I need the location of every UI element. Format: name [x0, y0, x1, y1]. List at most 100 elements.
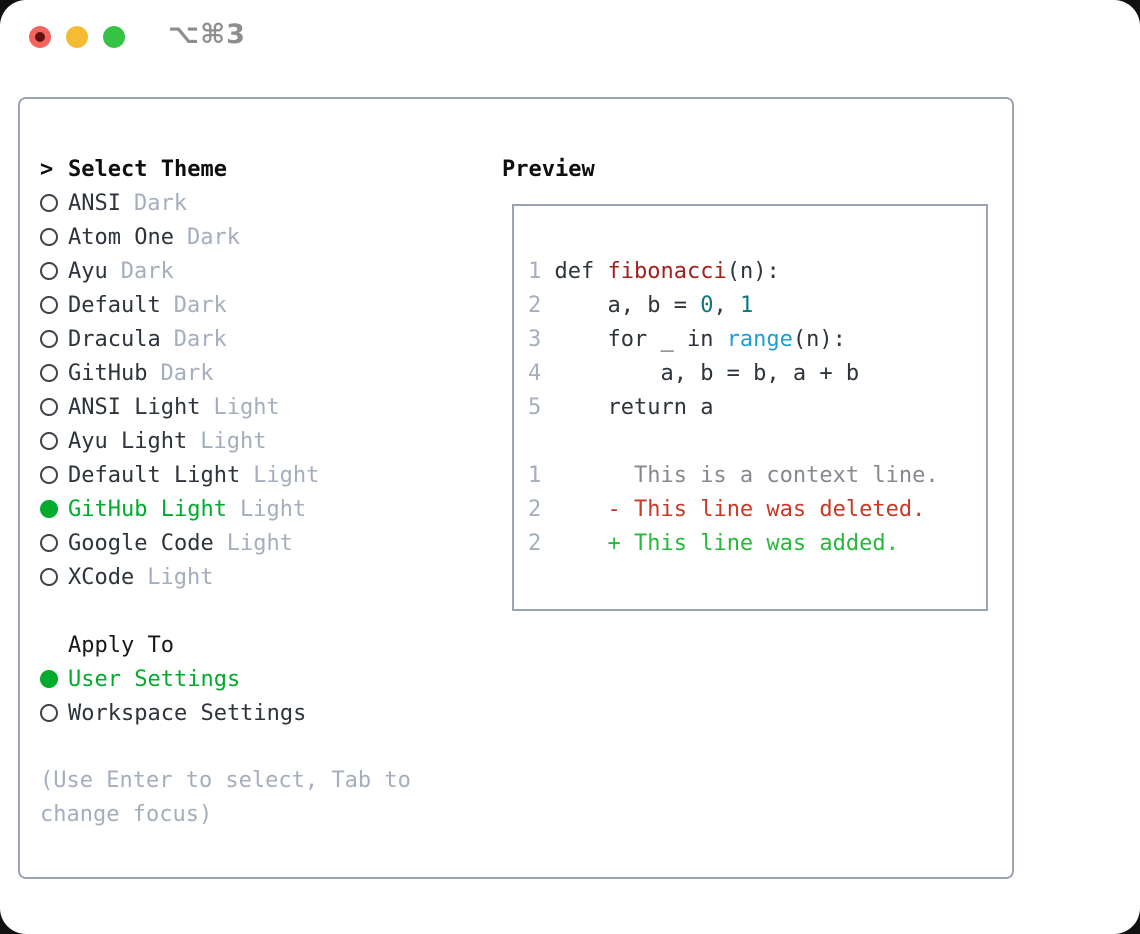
code-line: 5 return a: [528, 390, 986, 424]
minimize-button[interactable]: [66, 26, 88, 48]
theme-name: GitHub: [68, 360, 148, 386]
theme-variant: Light: [213, 394, 280, 420]
apply-to-title: Apply To: [68, 632, 174, 658]
number-literal: 0: [700, 292, 714, 318]
theme-variant: Light: [239, 496, 307, 522]
theme-name: Ayu Light: [68, 428, 188, 454]
theme-variant: Dark: [186, 224, 240, 250]
theme-name: Ayu: [68, 258, 108, 284]
theme-name: Dracula: [68, 326, 161, 352]
blank-line: [528, 424, 986, 458]
theme-option-dracula-dark[interactable]: Dracula Dark: [40, 322, 480, 356]
context-text: This is a context line.: [541, 462, 939, 488]
line-number: 1: [528, 462, 542, 488]
theme-option-ansi-light[interactable]: ANSI Light Light: [40, 390, 480, 424]
line-number: 2: [528, 292, 542, 318]
theme-variant: Light: [147, 564, 214, 590]
theme-option-ayu-light[interactable]: Ayu Light Light: [40, 424, 480, 458]
code-text: ,: [713, 292, 740, 318]
theme-name: ANSI: [68, 190, 121, 216]
radio-unselected-icon: [40, 534, 68, 552]
close-button[interactable]: [29, 26, 51, 48]
theme-picker-panel: > Select Theme ANSI Dark Atom One Dark A…: [18, 97, 1014, 879]
theme-name: GitHub Light: [68, 496, 227, 522]
theme-option-atom-one-dark[interactable]: Atom One Dark: [40, 220, 480, 254]
theme-list: > Select Theme ANSI Dark Atom One Dark A…: [40, 152, 480, 832]
radio-unselected-icon: [40, 568, 68, 586]
radio-unselected-icon: [40, 466, 68, 484]
code-text: (n):: [792, 326, 846, 352]
theme-preview-box: 1 def fibonacci(n): 2 a, b = 0, 1 3 for …: [512, 204, 988, 611]
function-name: fibonacci: [607, 258, 727, 284]
radio-unselected-icon: [40, 432, 68, 450]
code-line: 1 def fibonacci(n):: [528, 254, 986, 288]
diff-indent: [541, 531, 607, 556]
theme-option-default-dark[interactable]: Default Dark: [40, 288, 480, 322]
theme-option-github-dark[interactable]: GitHub Dark: [40, 356, 480, 390]
radio-unselected-icon: [40, 398, 68, 416]
code-text: a, b = b, a + b: [541, 360, 860, 386]
code-line: 3 for _ in range(n):: [528, 322, 986, 356]
theme-name: Default Light: [68, 462, 241, 488]
selector-arrow-icon: >: [40, 156, 54, 182]
line-number: 1: [528, 258, 542, 284]
window-title: ⌥⌘3: [168, 19, 246, 50]
added-text: + This line was added.: [607, 530, 899, 556]
zoom-button[interactable]: [103, 26, 125, 48]
theme-option-google-code-light[interactable]: Google Code Light: [40, 526, 480, 560]
radio-selected-icon: [40, 500, 68, 518]
theme-variant: Dark: [133, 190, 187, 216]
line-number: 5: [528, 394, 542, 420]
code-text: return a: [541, 394, 714, 420]
radio-unselected-icon: [40, 330, 68, 348]
radio-unselected-icon: [40, 194, 68, 212]
theme-option-github-light-selected[interactable]: GitHub Light Light: [40, 492, 480, 526]
diff-deleted-line: 2 - This line was deleted.: [528, 492, 986, 526]
diff-context-line: 1 This is a context line.: [528, 458, 986, 492]
theme-variant: Light: [253, 462, 320, 488]
apply-option-label: User Settings: [68, 666, 241, 692]
theme-name: XCode: [68, 564, 135, 590]
theme-variant: Dark: [160, 360, 214, 386]
radio-unselected-icon: [40, 262, 68, 280]
close-dot-icon: [35, 32, 45, 42]
theme-option-xcode-light[interactable]: XCode Light: [40, 560, 480, 594]
code-text: for _ in: [541, 326, 727, 352]
theme-option-default-light[interactable]: Default Light Light: [40, 458, 480, 492]
theme-name: Google Code: [68, 530, 214, 556]
radio-selected-icon: [40, 670, 68, 688]
theme-option-ayu-dark[interactable]: Ayu Dark: [40, 254, 480, 288]
diff-added-line: 2 + This line was added.: [528, 526, 986, 560]
deleted-text: - This line was deleted.: [607, 496, 926, 522]
number-literal: 1: [739, 292, 754, 318]
code-line: 2 a, b = 0, 1: [528, 288, 986, 322]
line-number: 2: [528, 530, 542, 556]
theme-variant: Dark: [120, 258, 174, 284]
theme-name: Default: [68, 292, 161, 318]
theme-variant: Dark: [173, 292, 227, 318]
theme-name: Atom One: [68, 224, 174, 250]
apply-option-label: Workspace Settings: [68, 700, 307, 726]
preview-title: Preview: [502, 156, 595, 182]
select-theme-header: > Select Theme: [40, 152, 480, 186]
radio-unselected-icon: [40, 364, 68, 382]
radio-unselected-icon: [40, 296, 68, 314]
code-text: def: [541, 258, 608, 284]
radio-unselected-icon: [40, 228, 68, 246]
code-text: (n):: [726, 258, 780, 284]
title-bar: ⌥⌘3: [0, 0, 1140, 74]
keyboard-hint-text: (Use Enter to select, Tab to change focu…: [40, 768, 411, 827]
radio-unselected-icon: [40, 704, 68, 722]
theme-name: ANSI Light: [68, 394, 201, 420]
apply-option-workspace-settings[interactable]: Workspace Settings: [40, 696, 480, 730]
theme-variant: Dark: [173, 326, 227, 352]
theme-option-ansi-dark[interactable]: ANSI Dark: [40, 186, 480, 220]
line-number: 4: [528, 360, 542, 386]
line-number: 2: [528, 496, 542, 522]
builtin-call: range: [726, 326, 793, 352]
code-line: 4 a, b = b, a + b: [528, 356, 986, 390]
apply-option-user-settings-selected[interactable]: User Settings: [40, 662, 480, 696]
theme-variant: Light: [226, 530, 293, 556]
line-number: 3: [528, 326, 542, 352]
